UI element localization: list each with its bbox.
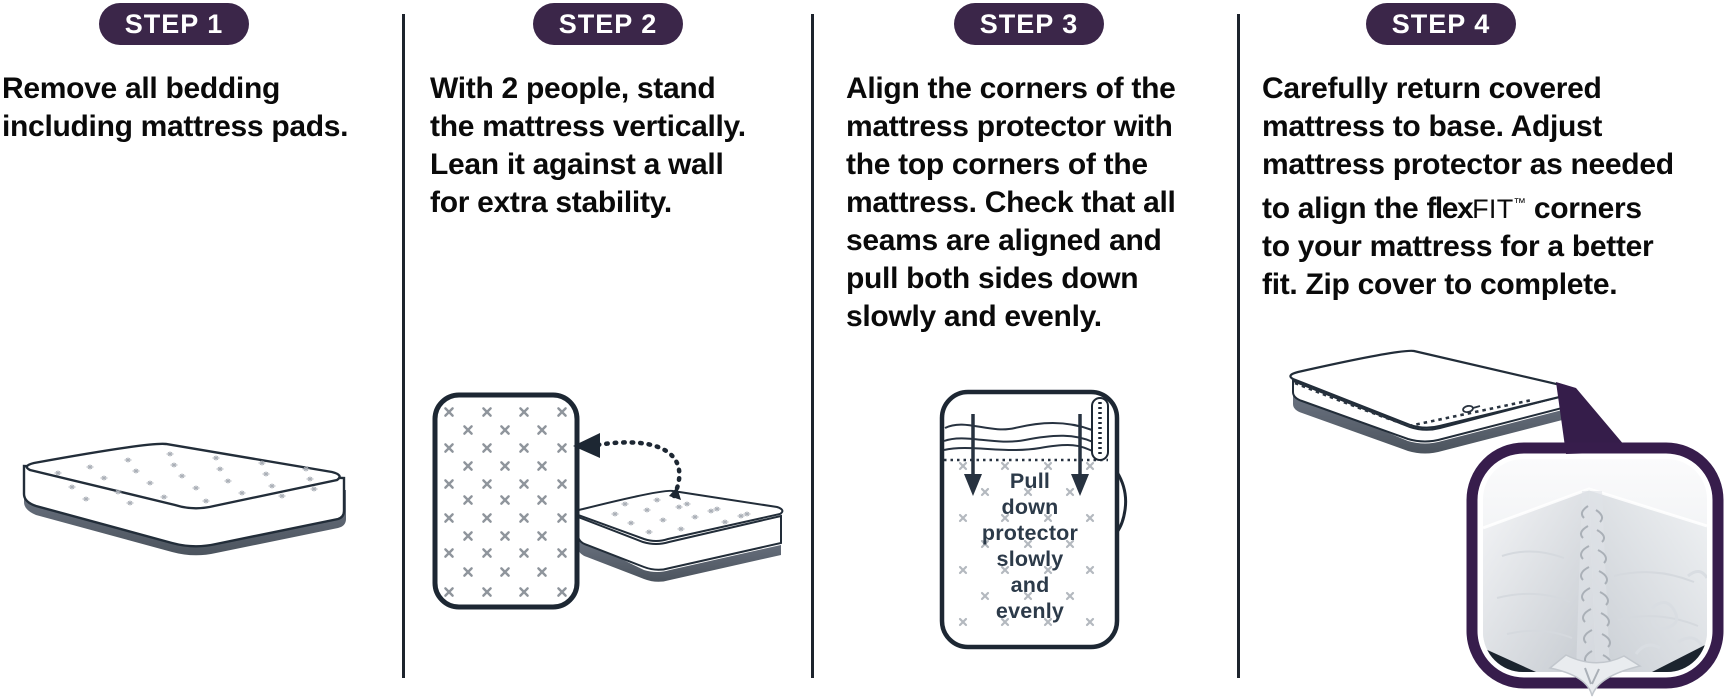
flexfit-logo-fit: FIT: [1472, 194, 1514, 224]
pull-down-arrows: [964, 414, 1089, 496]
protector-edge-bulge: [1115, 471, 1128, 533]
column-divider-2: [811, 14, 814, 678]
column-divider-1: [402, 14, 405, 678]
note-line: down: [1001, 495, 1059, 519]
pull-down-protector-svg: [939, 389, 1128, 650]
stand-mattress-svg: [432, 392, 784, 610]
instruction-line: to your mattress for a better: [1262, 230, 1654, 263]
step-2-badge: STEP 2: [533, 3, 683, 45]
pull-down-note: Pull down protector slowly and evenly: [955, 468, 1105, 624]
step-4-instructions: Carefully return covered mattress to bas…: [1262, 70, 1674, 304]
instruction-line: mattress protector as needed: [1262, 148, 1674, 181]
pull-down-protector-illustration: [935, 386, 1137, 658]
flexfit-corner-callout: [1452, 376, 1729, 698]
step-3-badge: STEP 3: [954, 3, 1104, 45]
instruction-line: for extra stability.: [430, 186, 672, 219]
note-line: Pull: [1009, 469, 1051, 493]
zipper-icon: [1294, 381, 1533, 428]
instruction-line: fit. Zip cover to complete.: [1262, 268, 1618, 301]
instruction-line: seams are aligned and: [846, 224, 1162, 257]
damask-swirls: [1634, 570, 1707, 655]
mattress-side: [1292, 379, 1571, 443]
corner-fabric-point: [1548, 654, 1642, 697]
logo-line-pre: to align the: [1262, 192, 1427, 225]
note-line: protector: [981, 521, 1079, 545]
vertical-mattress: [432, 392, 580, 610]
lift-arrow-icon: [573, 433, 682, 500]
corner-photo: [1483, 459, 1707, 672]
mattress-on-base-illustration: [20, 442, 352, 572]
logo-line-post: corners: [1525, 192, 1642, 225]
instruction-line: pull both sides down: [846, 262, 1139, 295]
mattress-base: [1293, 394, 1570, 454]
callout-pointer: [1556, 382, 1630, 454]
flexfit-corner-callout-svg: [1466, 382, 1724, 697]
fabric-wrinkles: [1496, 550, 1699, 639]
covered-mattress-illustration: [1282, 346, 1582, 468]
instruction-line: With 2 people, stand: [430, 72, 716, 105]
mattress-body: [939, 389, 1120, 650]
instruction-line-with-logo: to align the flexFIT™ corners: [1262, 184, 1674, 228]
instruction-line: Remove all bedding: [2, 72, 280, 105]
mattress-illustration-svg: [22, 442, 346, 556]
instruction-line: mattress protector with: [846, 110, 1173, 143]
instruction-line: Lean it against a wall: [430, 148, 724, 181]
stand-mattress-illustration: [425, 388, 797, 620]
instruction-line: the top corners of the: [846, 148, 1148, 181]
column-divider-3: [1237, 14, 1240, 678]
instruction-line: mattress to base. Adjust: [1262, 110, 1603, 143]
step-1-instructions: Remove all bedding including mattress pa…: [2, 70, 349, 146]
instruction-line: Align the corners of the: [846, 72, 1176, 105]
flat-mattress: [574, 489, 784, 582]
step-4-badge: STEP 4: [1366, 3, 1516, 45]
instruction-line: Carefully return covered: [1262, 72, 1602, 105]
note-line: and: [1010, 573, 1050, 597]
step-3-instructions: Align the corners of the mattress protec…: [846, 70, 1176, 336]
note-line: evenly: [995, 599, 1065, 623]
step-1-badge: STEP 1: [99, 3, 249, 45]
covered-mattress-svg: [1289, 349, 1572, 454]
instruction-line: slowly and evenly.: [846, 300, 1102, 333]
note-line: slowly: [996, 547, 1064, 571]
step-2-instructions: With 2 people, stand the mattress vertic…: [430, 70, 746, 222]
instruction-line: the mattress vertically.: [430, 110, 746, 143]
trademark-symbol: ™: [1513, 196, 1527, 210]
instruction-line: including mattress pads.: [2, 110, 349, 143]
instruction-line: mattress. Check that all: [846, 186, 1176, 219]
flexfit-logo-flex: flex: [1426, 192, 1473, 225]
